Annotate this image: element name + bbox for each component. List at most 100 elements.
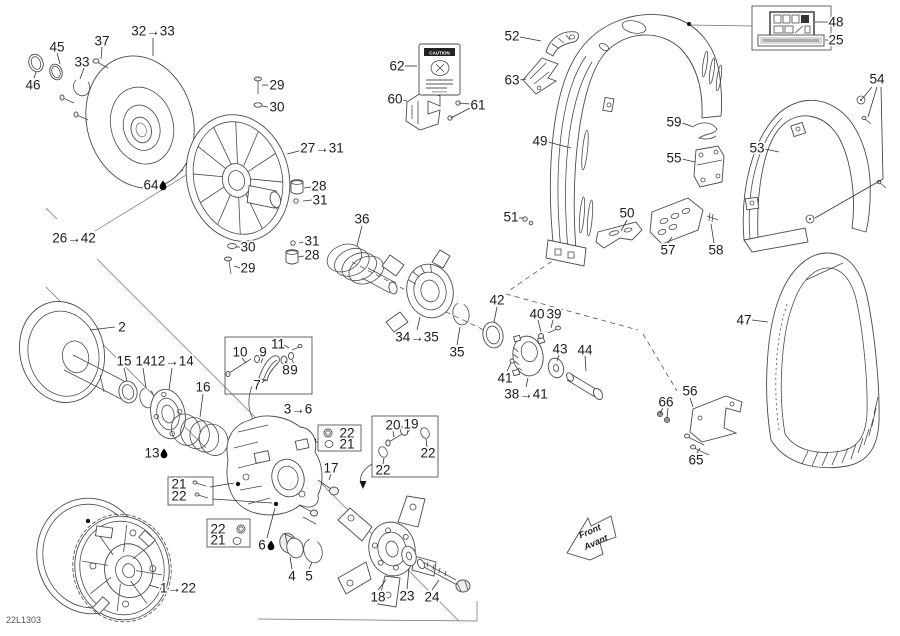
callout-22: 22 (375, 463, 390, 478)
clutch-spring-36 (326, 243, 384, 285)
leader-line-52 (519, 36, 542, 42)
return-spring-16 (170, 413, 229, 456)
callout-63: 63 (504, 73, 519, 88)
leader-line-54 (880, 86, 884, 180)
front-direction-arrow: Front Avant (566, 515, 617, 561)
screw-box (167, 476, 273, 506)
decal-box-48-25 (751, 5, 832, 51)
leader-line-45 (56, 52, 61, 65)
callout-12-14: 12→14 (150, 354, 194, 369)
leader-line-46 (33, 71, 37, 79)
leader-line-31 (298, 241, 305, 244)
drive-belt-drawing (766, 252, 880, 469)
callout-8: 8 (282, 363, 290, 378)
spoked-sheave-drawing (185, 114, 291, 242)
callout-21: 21 (339, 437, 354, 452)
leader-line-30 (261, 105, 269, 108)
callout-23: 23 (399, 589, 414, 604)
callout-30: 30 (269, 100, 284, 115)
callout-13: 13 (144, 446, 159, 461)
callout-66: 66 (658, 395, 673, 410)
callout-43: 43 (552, 342, 567, 357)
callout-65: 65 (688, 453, 703, 468)
ring-35 (452, 302, 470, 326)
callout-10: 10 (232, 345, 247, 360)
callout-1-22: 1→22 (160, 581, 196, 596)
leader-line-22 (425, 438, 428, 448)
callout-31: 31 (312, 193, 327, 208)
leader-line-66 (659, 407, 664, 414)
callout-44: 44 (577, 343, 593, 358)
leader-line-40 (537, 319, 542, 333)
callout-2: 2 (118, 320, 126, 335)
leader-line-59 (681, 122, 695, 128)
leader-line-54 (867, 86, 878, 118)
leader-line-12-14 (168, 367, 173, 391)
callout-52: 52 (504, 29, 519, 44)
plate-57 (649, 197, 704, 245)
leader-line-20 (392, 430, 395, 438)
leader-line-65 (696, 447, 701, 454)
callout-16: 16 (195, 380, 210, 395)
bracket-55 (693, 145, 725, 188)
callout-40: 40 (529, 307, 544, 322)
clip-60 (405, 90, 441, 131)
callout-28: 28 (311, 179, 326, 194)
callout-48: 48 (828, 15, 843, 30)
callout-9: 9 (290, 363, 298, 378)
callout-58: 58 (708, 243, 723, 258)
callout-29: 29 (240, 261, 255, 276)
leader-line-54 (861, 86, 873, 100)
leader-line-50 (620, 219, 628, 232)
leader-line-10 (241, 357, 247, 364)
callout-11: 11 (271, 337, 285, 352)
snap-ring-5 (303, 538, 323, 564)
leader-line-24 (431, 579, 440, 591)
caution-decal-62: CAUTION (418, 43, 461, 96)
callout-22: 22 (171, 489, 186, 504)
leader-line-39 (550, 319, 554, 329)
callout-61: 61 (470, 98, 485, 113)
damper-mounts (285, 179, 304, 265)
callout-7: 7 (253, 378, 261, 393)
bracket-56 (689, 395, 743, 443)
callout-62: 62 (389, 59, 404, 74)
leader-line-49 (547, 141, 572, 149)
leader-line-61 (458, 102, 471, 105)
bracket-63 (522, 57, 559, 95)
bolts-65 (684, 433, 710, 456)
leader-line-63 (519, 78, 527, 81)
leader-line-47 (751, 319, 769, 323)
leader-line-36 (356, 225, 363, 247)
bolt-24 (417, 558, 471, 593)
leader-line-11 (283, 344, 290, 349)
callout-49: 49 (532, 134, 547, 149)
lubricate-drop-icon (267, 540, 275, 551)
leader-line-1-22 (148, 584, 160, 589)
driven-sheave-2-drawing (18, 301, 134, 403)
leader-line-61 (450, 107, 471, 119)
callout-59: 59 (666, 115, 681, 130)
leader-line-66 (666, 407, 669, 419)
shaft-44 (566, 372, 604, 401)
leader-line-19 (406, 429, 411, 434)
callout-24: 24 (424, 590, 440, 605)
leader-line-9 (260, 357, 264, 364)
bearing-15 (118, 380, 138, 404)
callout-25: 25 (828, 33, 843, 48)
leader-line-34-35 (416, 316, 421, 331)
leader-line-35 (456, 326, 461, 346)
leader-line-41 (506, 362, 512, 372)
bracket-50 (595, 221, 643, 249)
bushing-4 (279, 532, 304, 559)
callout-9: 9 (259, 345, 267, 360)
ring-42 (482, 321, 504, 349)
callout-38-41: 38→41 (504, 387, 548, 402)
callout-45: 45 (49, 40, 64, 55)
callout-6: 6 (258, 538, 266, 553)
leader-line-28 (297, 255, 305, 258)
callout-50: 50 (619, 206, 634, 221)
callout-55: 55 (666, 151, 681, 166)
